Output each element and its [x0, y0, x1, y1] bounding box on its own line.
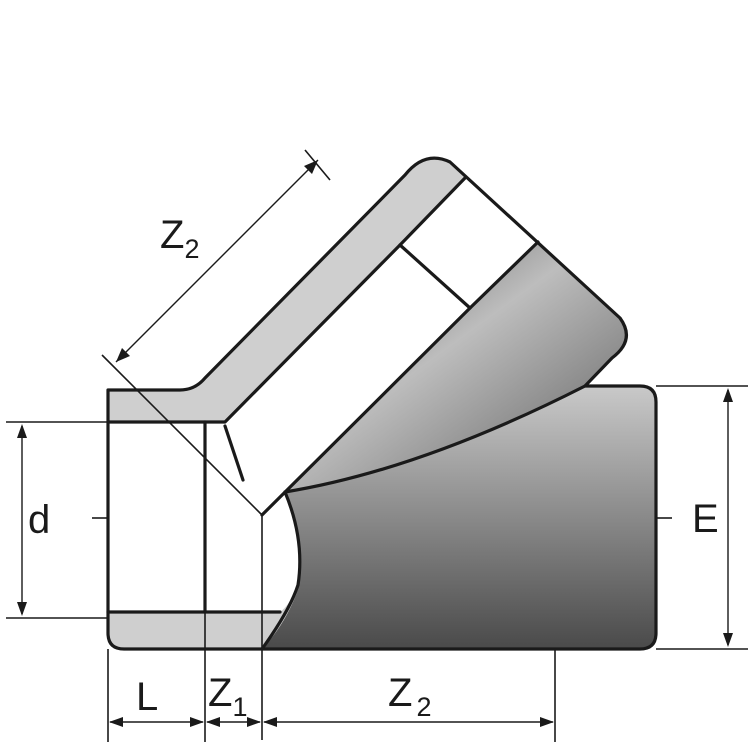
z2-diag-extension-top — [304, 149, 331, 181]
z2-diag-dimension-line — [115, 159, 319, 363]
main-pipe-shaded-body — [262, 386, 656, 649]
inner-bore — [205, 245, 470, 612]
intersection-curve-upper — [283, 384, 587, 494]
left-socket-outline — [106, 420, 207, 614]
intersection-curve-lower — [260, 490, 302, 651]
centre-line-diagonal — [101, 354, 263, 516]
z2-diag-arrow-b — [304, 160, 318, 174]
z2-diag-arrow-a — [116, 348, 130, 362]
z1-arrow-right — [247, 717, 261, 727]
d-arrow-bottom — [17, 602, 27, 616]
label-l: L — [136, 675, 158, 719]
e-arrow-top — [723, 388, 733, 402]
left-socket-bore — [108, 422, 205, 612]
label-e: E — [692, 497, 719, 541]
label-d: d — [28, 498, 50, 542]
d-arrow-top — [17, 424, 27, 438]
inner-wall-tick — [223, 424, 245, 482]
l-arrow-left — [109, 717, 123, 727]
z2-bottom-arrow-right — [540, 717, 554, 727]
e-arrow-bottom — [723, 633, 733, 647]
label-z1: Z1 — [208, 671, 247, 722]
l-arrow-right — [190, 717, 204, 727]
inner-branch-wall — [260, 306, 472, 517]
inner-bore-upper-edge — [203, 243, 402, 424]
label-z2-diagonal: Z2 — [160, 213, 199, 264]
z2-bottom-arrow-left — [263, 717, 277, 727]
z1-arrow-left — [206, 717, 220, 727]
branch-shaded-body — [285, 242, 627, 492]
